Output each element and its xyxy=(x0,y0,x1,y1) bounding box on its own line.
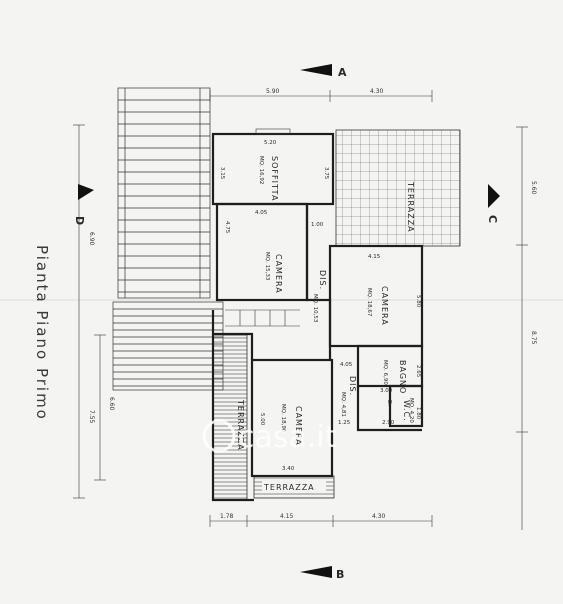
room-name-bagno: BAGNO xyxy=(398,360,407,394)
section-arrow-b xyxy=(300,566,332,578)
room-name-camera-3: CAMERA xyxy=(294,406,303,446)
dim-dis-width: 1.00 xyxy=(311,222,324,228)
room-name-wc: W.C. xyxy=(402,400,411,422)
room-area-wc: MQ. 4,20 xyxy=(408,398,414,423)
dim-bagno-depth: 2.65 xyxy=(415,365,421,378)
dim-dis2-width: 4.05 xyxy=(340,362,353,368)
room-area-dis-1: MQ. 10,53 xyxy=(312,294,318,323)
dim-left-lower: 7.55 xyxy=(88,410,95,424)
dim-bottom-3: 4.30 xyxy=(372,513,386,520)
room-area-dis-2: MQ. 4,81 xyxy=(340,392,346,417)
dim-soffitta-right: 3.75 xyxy=(323,167,329,180)
dim-camera3-width: 3.40 xyxy=(282,466,295,472)
watermark-icon xyxy=(202,419,236,453)
room-name-camera-1: CAMERA xyxy=(274,254,283,294)
dim-top-left: 5.90 xyxy=(266,88,280,95)
dim-right-lower: 8.75 xyxy=(530,331,537,345)
room-name-camera-2: CAMERA xyxy=(380,286,389,326)
room-area-bagno: MQ. 6,90 xyxy=(382,360,388,385)
section-label-c: C xyxy=(486,215,499,223)
watermark-text: casa.it xyxy=(238,420,337,455)
dim-camera2-depth: 5.80 xyxy=(415,295,421,308)
dim-left-upper: 6.90 xyxy=(88,232,95,246)
dim-camera1-width: 4.05 xyxy=(255,210,268,216)
room-area-camera-3: MQ. 18,90 xyxy=(280,404,286,433)
section-arrow-c xyxy=(488,184,500,208)
dim-soffitta-left: 3.15 xyxy=(219,167,225,180)
room-name-dis-1: DIS. xyxy=(318,270,327,290)
section-label-b: B xyxy=(336,568,344,581)
dim-camera3-depth: 5.00 xyxy=(259,413,265,426)
staircase xyxy=(112,301,224,391)
section-label-d: D xyxy=(73,216,86,225)
room-name-terrazza-east: TERRAZZA xyxy=(406,181,415,233)
dim-wc-width: 2.90 xyxy=(382,420,395,426)
terrace-east-paving xyxy=(335,129,461,247)
dim-bottom-2: 4.15 xyxy=(280,513,294,520)
sheet-title: Pianta Piano Primo xyxy=(33,245,51,421)
openings xyxy=(225,128,300,327)
room-name-terrazza-west: TERRAZZA xyxy=(236,399,245,451)
dim-bagno-width: 3.00 xyxy=(380,388,393,394)
room-name-soffitta: SOFFITTA xyxy=(270,156,279,201)
dim-small-125: 1.25 xyxy=(338,420,351,426)
section-arrow-d xyxy=(78,184,94,200)
terrace-west-paving xyxy=(212,334,248,501)
room-area-camera-1: MQ. 15,33 xyxy=(264,252,270,281)
pergola xyxy=(117,87,211,299)
room-name-dis-2: DIS. xyxy=(348,376,357,396)
dim-soffitta-width: 5.20 xyxy=(264,140,277,146)
dim-top-right: 4.30 xyxy=(370,88,384,95)
dim-camera1-depth: 4.75 xyxy=(224,221,230,234)
room-name-terrazza-south: TERRAZZA xyxy=(263,483,315,492)
room-area-soffitta: MQ. 16,92 xyxy=(258,156,264,184)
section-label-a: A xyxy=(338,66,347,79)
section-arrows xyxy=(78,64,500,578)
walls xyxy=(211,132,424,502)
dim-bottom-1: 1.78 xyxy=(220,513,234,520)
dim-right-upper: 5.60 xyxy=(530,181,537,195)
dim-wc-depth: 1.80 xyxy=(415,407,421,420)
room-area-camera-2: MQ. 18,67 xyxy=(366,288,372,317)
label-d: D. xyxy=(386,400,392,406)
dim-camera2-width: 4.15 xyxy=(368,254,381,260)
dim-left-mid: 6.60 xyxy=(108,397,115,411)
section-arrow-a xyxy=(300,64,332,76)
